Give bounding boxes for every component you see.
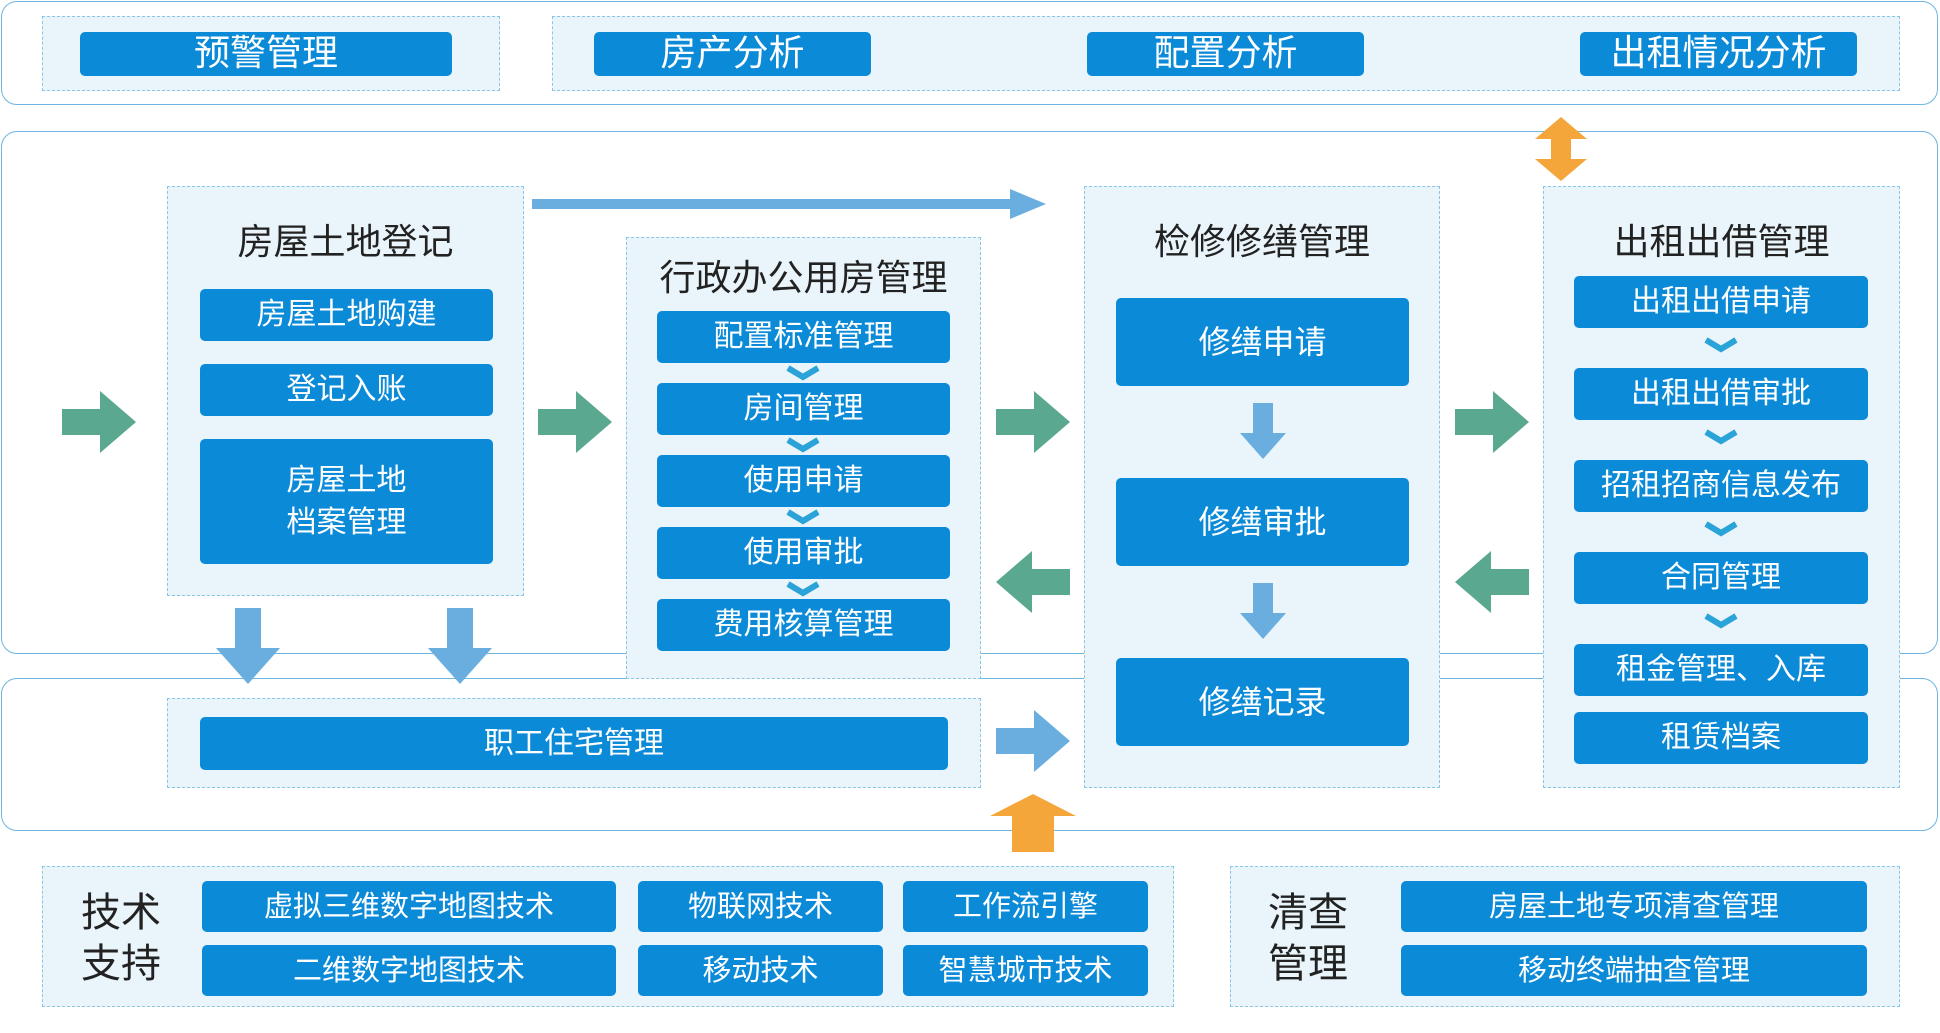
chevron-down-icon: [1704, 521, 1738, 537]
chevron-down-icon: [1704, 429, 1738, 445]
registration-item[interactable]: 房屋土地购建: [200, 289, 493, 341]
inspection-item[interactable]: 移动终端抽查管理: [1401, 945, 1867, 996]
rental-item[interactable]: 租金管理、入库: [1574, 644, 1868, 696]
chevron-down-icon: [786, 365, 820, 381]
rental-item[interactable]: 合同管理: [1574, 552, 1868, 604]
rental-title: 出租出借管理: [1613, 222, 1830, 263]
green-right-arrow: [538, 391, 612, 453]
admin-office-item[interactable]: 配置标准管理: [657, 311, 950, 363]
chevron-down-icon: [786, 581, 820, 597]
blue-right-arrow: [996, 710, 1070, 772]
orange-up-arrow: [990, 794, 1076, 852]
config-analysis-button[interactable]: 配置分析: [1087, 32, 1364, 76]
long-right-arrow: [532, 189, 1046, 219]
green-right-arrow: [1455, 391, 1529, 453]
chevron-down-icon: [1704, 613, 1738, 629]
tech-item[interactable]: 工作流引擎: [903, 881, 1148, 932]
tech-support-title: 技术 支持: [81, 890, 161, 988]
rental-analysis-button[interactable]: 出租情况分析: [1580, 32, 1857, 76]
admin-office-item[interactable]: 费用核算管理: [657, 599, 950, 651]
rental-item[interactable]: 出租出借申请: [1574, 276, 1868, 328]
green-left-arrow: [996, 551, 1070, 613]
blue-down-arrow: [428, 608, 492, 684]
tech-item[interactable]: 智慧城市技术: [903, 945, 1148, 996]
green-right-arrow: [996, 391, 1070, 453]
tech-item[interactable]: 移动技术: [638, 945, 883, 996]
admin-office-title: 行政办公用房管理: [659, 258, 948, 299]
chevron-down-icon: [786, 509, 820, 525]
rental-item[interactable]: 租赁档案: [1574, 712, 1868, 764]
repair-title: 检修修缮管理: [1153, 222, 1370, 263]
blue-down-arrow: [1240, 583, 1286, 639]
staff-housing-button[interactable]: 职工住宅管理: [200, 717, 948, 770]
property-analysis-button[interactable]: 房产分析: [594, 32, 871, 76]
repair-item[interactable]: 修缮记录: [1116, 658, 1409, 746]
registration-item[interactable]: 房屋土地 档案管理: [200, 439, 493, 564]
blue-down-arrow: [216, 608, 280, 684]
admin-office-item[interactable]: 房间管理: [657, 383, 950, 435]
green-right-arrow: [62, 391, 136, 453]
green-left-arrow: [1455, 551, 1529, 613]
blue-down-arrow: [1240, 403, 1286, 459]
tech-item[interactable]: 物联网技术: [638, 881, 883, 932]
admin-office-item[interactable]: 使用申请: [657, 455, 950, 507]
registration-item[interactable]: 登记入账: [200, 364, 493, 416]
repair-item[interactable]: 修缮申请: [1116, 298, 1409, 386]
chevron-down-icon: [786, 437, 820, 453]
chevron-down-icon: [1704, 337, 1738, 353]
tech-item[interactable]: 二维数字地图技术: [202, 945, 616, 996]
inspection-item[interactable]: 房屋土地专项清查管理: [1401, 881, 1867, 932]
repair-item[interactable]: 修缮审批: [1116, 478, 1409, 566]
warning-management-button[interactable]: 预警管理: [80, 32, 452, 76]
inspection-title: 清查 管理: [1268, 890, 1348, 988]
orange-double-arrow: [1535, 117, 1587, 181]
rental-item[interactable]: 出租出借审批: [1574, 368, 1868, 420]
admin-office-item[interactable]: 使用审批: [657, 527, 950, 579]
registration-title: 房屋土地登记: [237, 222, 454, 263]
rental-item[interactable]: 招租招商信息发布: [1574, 460, 1868, 512]
tech-item[interactable]: 虚拟三维数字地图技术: [202, 881, 616, 932]
